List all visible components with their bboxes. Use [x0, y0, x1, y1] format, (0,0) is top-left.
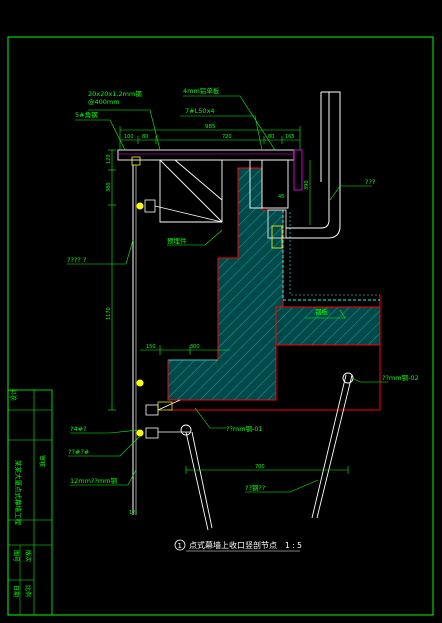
dim-150: 150: [146, 344, 156, 350]
label-right: ??mm钢-02: [382, 374, 419, 382]
drawing-scale: 1 : 5: [285, 541, 302, 550]
concrete-section: [167, 167, 381, 401]
label-top-sheet: 4mm铝单板: [183, 86, 220, 95]
dim-left-1: 120: [106, 154, 112, 164]
leader-lines: [67, 95, 388, 493]
label-left-mid: ???? ?: [67, 256, 86, 264]
title-block-project: 某某大厦点式幕墙工程: [14, 460, 23, 526]
label-left-low-2: ??#?#: [68, 448, 89, 456]
dim-d: 80: [268, 134, 274, 140]
glass-panel: [132, 165, 137, 515]
top-cap: [117, 149, 295, 161]
sheet-frame: [7, 36, 434, 616]
label-left-low-1: ?4#?: [70, 425, 86, 433]
dim-c: 720: [222, 134, 232, 140]
title-block-cell: 版次: [24, 550, 32, 562]
dim-left-main: 1170: [106, 307, 112, 320]
dim-right-1: 390: [304, 180, 310, 190]
floor-slab: [275, 306, 381, 346]
label-top-tube: 20x20x1.2mm钢: [88, 90, 142, 98]
title-block: 设计 某某大厦点式幕墙工程 审核 图号 版次 日期 比例: [7, 389, 53, 616]
dimension-lines: [108, 126, 349, 474]
title-block-cell: 图号: [12, 550, 19, 562]
tension-rod: [180, 372, 354, 531]
dim-a: 100: [124, 134, 134, 140]
title-circle-number: 1: [178, 542, 182, 550]
membrane-line: [282, 210, 380, 301]
spider-fitting: [136, 202, 144, 437]
label-angle-left: 5#角钢: [75, 110, 98, 119]
title-block-cell: 审核: [38, 455, 46, 467]
dim-total: 985: [205, 124, 216, 130]
title-block-cell: 设计: [10, 389, 18, 401]
title-block-cell: 日期: [12, 585, 20, 597]
title-block-cell: 比例: [24, 585, 32, 597]
dim-b: 80: [142, 134, 148, 140]
label-left-low-3: 12mm??mm钢: [70, 477, 117, 485]
dim-bottom: 700: [255, 464, 265, 470]
label-steel-plate: 预埋件: [167, 236, 187, 245]
membrane-line: [289, 212, 380, 296]
label-angle-mid: 7#L50x4: [185, 107, 214, 115]
label-bottom-mid: ??钢??: [245, 484, 265, 492]
steel-bracket: [159, 159, 289, 223]
label-top-spacing: @400mm: [88, 98, 120, 106]
gutter-pipe: [286, 91, 341, 239]
label-glass-mark: 12: [129, 510, 135, 516]
dim-left-2: 380: [106, 182, 112, 192]
dim-e: 165: [285, 134, 295, 140]
drawing-title-text: 点式幕墙上收口竖剖节点: [189, 540, 277, 550]
dim-300: 300: [190, 344, 200, 350]
label-gutter: ???: [365, 178, 375, 186]
drawing-title: 1 点式幕墙上收口竖剖节点 1 : 5: [174, 539, 302, 552]
dim-right-small: 45: [278, 194, 284, 200]
label-slab: 钢板: [315, 307, 329, 316]
label-bottom: ??mm钢-01: [226, 425, 263, 433]
